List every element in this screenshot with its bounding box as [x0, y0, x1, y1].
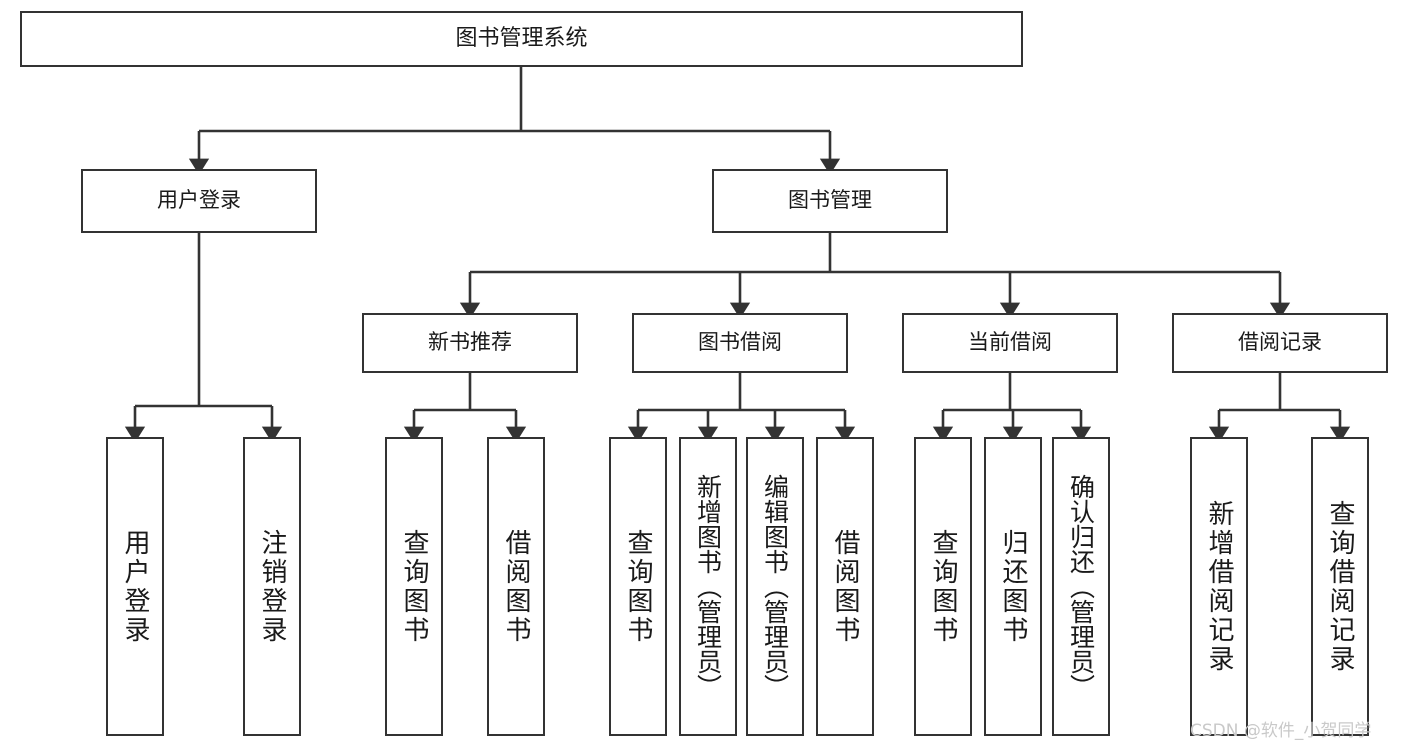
leaf-add-book-admin[interactable]: 新增图书（管理员）	[679, 437, 737, 736]
leaf-return-book[interactable]: 归还图书	[984, 437, 1042, 736]
leaf-add-borrow-record[interactable]: 新增借阅记录	[1190, 437, 1248, 736]
leaf-query-book-recommendation[interactable]: 查询图书	[385, 437, 443, 736]
node-book-management[interactable]: 图书管理	[712, 169, 948, 233]
node-label: 查询借阅记录	[1325, 499, 1355, 674]
node-new-book-recommendation[interactable]: 新书推荐	[362, 313, 578, 373]
node-label: 查询图书	[928, 528, 958, 645]
node-label: 图书借阅	[698, 330, 782, 355]
node-label: 编辑图书（管理员）	[760, 474, 790, 699]
node-book-borrowing[interactable]: 图书借阅	[632, 313, 848, 373]
node-label: 借阅图书	[501, 528, 531, 645]
node-label: 新增借阅记录	[1204, 499, 1234, 674]
node-borrowing-record[interactable]: 借阅记录	[1172, 313, 1388, 373]
node-label: 当前借阅	[968, 330, 1052, 355]
node-label: 查询图书	[399, 528, 429, 645]
node-user-login[interactable]: 用户登录	[81, 169, 317, 233]
leaf-edit-book-admin[interactable]: 编辑图书（管理员）	[746, 437, 804, 736]
leaf-logout[interactable]: 注销登录	[243, 437, 301, 736]
leaf-borrow-book-recommendation[interactable]: 借阅图书	[487, 437, 545, 736]
node-label: 新书推荐	[428, 330, 512, 355]
node-label: 图书管理	[788, 188, 872, 213]
leaf-confirm-return-admin[interactable]: 确认归还（管理员）	[1052, 437, 1110, 736]
node-label: 注销登录	[257, 528, 287, 645]
node-label: 新增图书（管理员）	[693, 474, 723, 699]
leaf-borrow-book-borrowing[interactable]: 借阅图书	[816, 437, 874, 736]
leaf-query-book-borrowing[interactable]: 查询图书	[609, 437, 667, 736]
node-label: 图书管理系统	[455, 25, 588, 51]
leaf-query-book-current[interactable]: 查询图书	[914, 437, 972, 736]
node-current-borrowing[interactable]: 当前借阅	[902, 313, 1118, 373]
node-label: 归还图书	[998, 528, 1028, 645]
edge-layer	[124, 67, 1351, 443]
csdn-watermark: CSDN @软件_小贺同学	[1190, 721, 1372, 741]
node-root-book-management-system[interactable]: 图书管理系统	[20, 11, 1023, 67]
node-label: 确认归还（管理员）	[1066, 474, 1096, 699]
node-label: 借阅记录	[1238, 330, 1322, 355]
node-label: 借阅图书	[830, 528, 860, 645]
leaf-user-login[interactable]: 用户登录	[106, 437, 164, 736]
leaf-query-borrow-record[interactable]: 查询借阅记录	[1311, 437, 1369, 736]
node-label: 用户登录	[120, 528, 150, 645]
node-label: 用户登录	[157, 188, 241, 213]
node-label: 查询图书	[623, 528, 653, 645]
